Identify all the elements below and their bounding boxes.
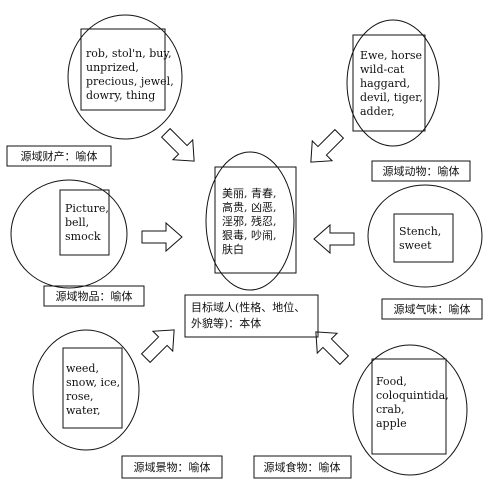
property-words: rob, stol'n, buy, unprized, precious, je… (86, 47, 177, 102)
articles-label-box (43, 285, 145, 307)
animals-circle (346, 19, 440, 147)
property-label: 源域财产：喻体 (21, 149, 98, 163)
arrow-from-smell (313, 223, 355, 255)
node-articles (10, 179, 128, 289)
node-smell (367, 184, 483, 288)
food-box (371, 358, 447, 455)
node-animals (346, 19, 440, 147)
articles-circle (10, 179, 128, 289)
scenery-box (62, 347, 123, 429)
target-label-box (184, 294, 319, 338)
animals-box (352, 34, 426, 132)
smell-label: 源域气味：喻体 (394, 302, 471, 316)
property-box (80, 28, 166, 111)
arrow-from-scenery (140, 329, 175, 364)
center-box (214, 166, 297, 274)
arrow-from-animals (310, 128, 345, 163)
center-words: 美丽, 青春, 高贵, 凶恶, 淫邪, 残忍, 狠毒, 吵闹, 肤白 (222, 187, 280, 256)
food-words: Food, coloquintida, crab, apple (376, 375, 452, 430)
property-label-box (6, 145, 112, 167)
scenery-label-box (121, 455, 223, 479)
smell-circle (367, 184, 483, 288)
smell-label-box (381, 298, 483, 320)
arrow-from-articles (141, 221, 183, 253)
node-property (67, 14, 183, 140)
arrow-from-property (160, 127, 195, 162)
scenery-words: weed, snow, ice, rose, water, (66, 362, 124, 417)
food-label: 源域食物：喻体 (264, 460, 341, 474)
center-circle (205, 151, 295, 291)
scenery-circle (32, 329, 140, 451)
smell-words: Stench, sweet (399, 225, 445, 252)
node-center (205, 151, 297, 291)
animals-label: 源域动物：喻体 (383, 164, 460, 178)
articles-label: 源域物品：喻体 (56, 289, 133, 303)
articles-box (59, 189, 110, 256)
node-food (352, 344, 468, 476)
node-scenery (32, 329, 140, 451)
articles-words: Picture, bell, smock (65, 202, 112, 243)
target-label: 目标域人(性格、地位、 外貌等)：本体 (191, 300, 309, 330)
smell-box (393, 213, 454, 263)
scenery-label: 源域景物：喻体 (134, 460, 211, 474)
food-label-box (253, 455, 352, 479)
food-circle (352, 344, 468, 476)
animals-label-box (371, 160, 471, 182)
arrow-from-food (315, 331, 350, 366)
property-circle (67, 14, 183, 140)
animals-words: Ewe, horse wild-cat haggard, devil, tige… (360, 49, 426, 118)
